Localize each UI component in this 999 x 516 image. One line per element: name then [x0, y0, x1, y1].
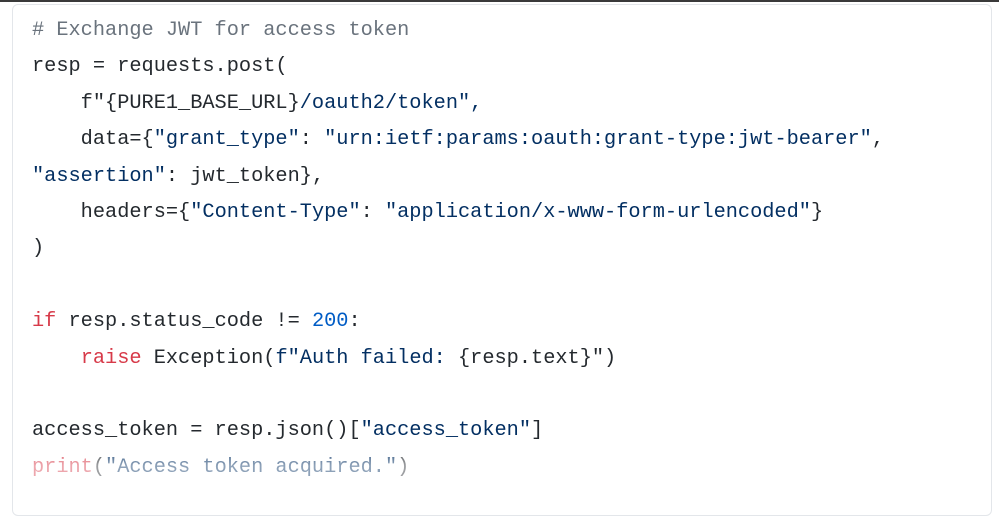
code-token: ) [32, 237, 45, 261]
code-token: , [871, 128, 884, 152]
code-token: "Content-Type" [190, 200, 361, 224]
code-token: # Exchange JWT for access token [32, 19, 410, 42]
code-token: if [32, 310, 57, 334]
code-token: "grant_type" [153, 128, 300, 152]
code-token: /oauth2/token", [299, 91, 483, 115]
code-token: ] [531, 419, 544, 443]
code-line: f"{PURE1_BASE_URL}/oauth2/token", [32, 86, 884, 122]
code-token: "application/x-www-form-urlencoded" [384, 200, 811, 224]
code-line: # Exchange JWT for access token [32, 13, 884, 49]
code-token: : [299, 128, 325, 152]
code-line: "assertion": jwt_token}, [32, 159, 884, 195]
code-token: ) [397, 455, 410, 479]
code-token: f"Auth failed: [275, 346, 458, 370]
code-line: print("Access token acquired.") [32, 450, 884, 486]
code-token: "urn:ietf:params:oauth:grant-type:jwt-be… [324, 128, 872, 152]
window-top-border [0, 0, 999, 2]
code-token: } [810, 200, 824, 224]
code-content: # Exchange JWT for access token resp = re… [32, 13, 884, 486]
code-line: access_token = resp.json()["access_token… [32, 413, 884, 449]
code-token: ( [92, 455, 106, 479]
code-token: : [348, 310, 361, 334]
code-line [32, 377, 884, 413]
code-token [32, 347, 81, 370]
code-line: ) [32, 231, 884, 267]
code-block [12, 4, 992, 516]
code-token: "access_token" [360, 419, 532, 443]
code-line: headers={"Content-Type": "application/x-… [32, 195, 884, 231]
code-token: raise [80, 346, 142, 370]
code-token: "assertion" [32, 164, 166, 188]
code-token: access_token = resp.json()[ [32, 419, 361, 443]
code-token: resp = requests.post( [32, 55, 288, 79]
code-token: f"{PURE1_BASE_URL} [32, 91, 300, 115]
code-token: print [32, 455, 93, 479]
code-token: 200 [311, 310, 349, 334]
code-line [32, 268, 884, 304]
code-token: data={ [32, 128, 154, 152]
code-token: : jwt_token}, [165, 164, 325, 188]
code-token: resp.status_code != [56, 310, 312, 334]
code-line: resp = requests.post( [32, 49, 884, 85]
code-token: Exception( [141, 346, 276, 370]
code-token: {resp.text}") [458, 346, 617, 370]
code-token: headers={ [32, 200, 191, 224]
code-token: "Access token acquired." [105, 455, 398, 479]
code-line: if resp.status_code != 200: [32, 304, 884, 340]
code-line: raise Exception(f"Auth failed: {resp.tex… [32, 341, 884, 377]
code-line: data={"grant_type": "urn:ietf:params:oau… [32, 122, 884, 158]
code-token: : [360, 200, 385, 224]
